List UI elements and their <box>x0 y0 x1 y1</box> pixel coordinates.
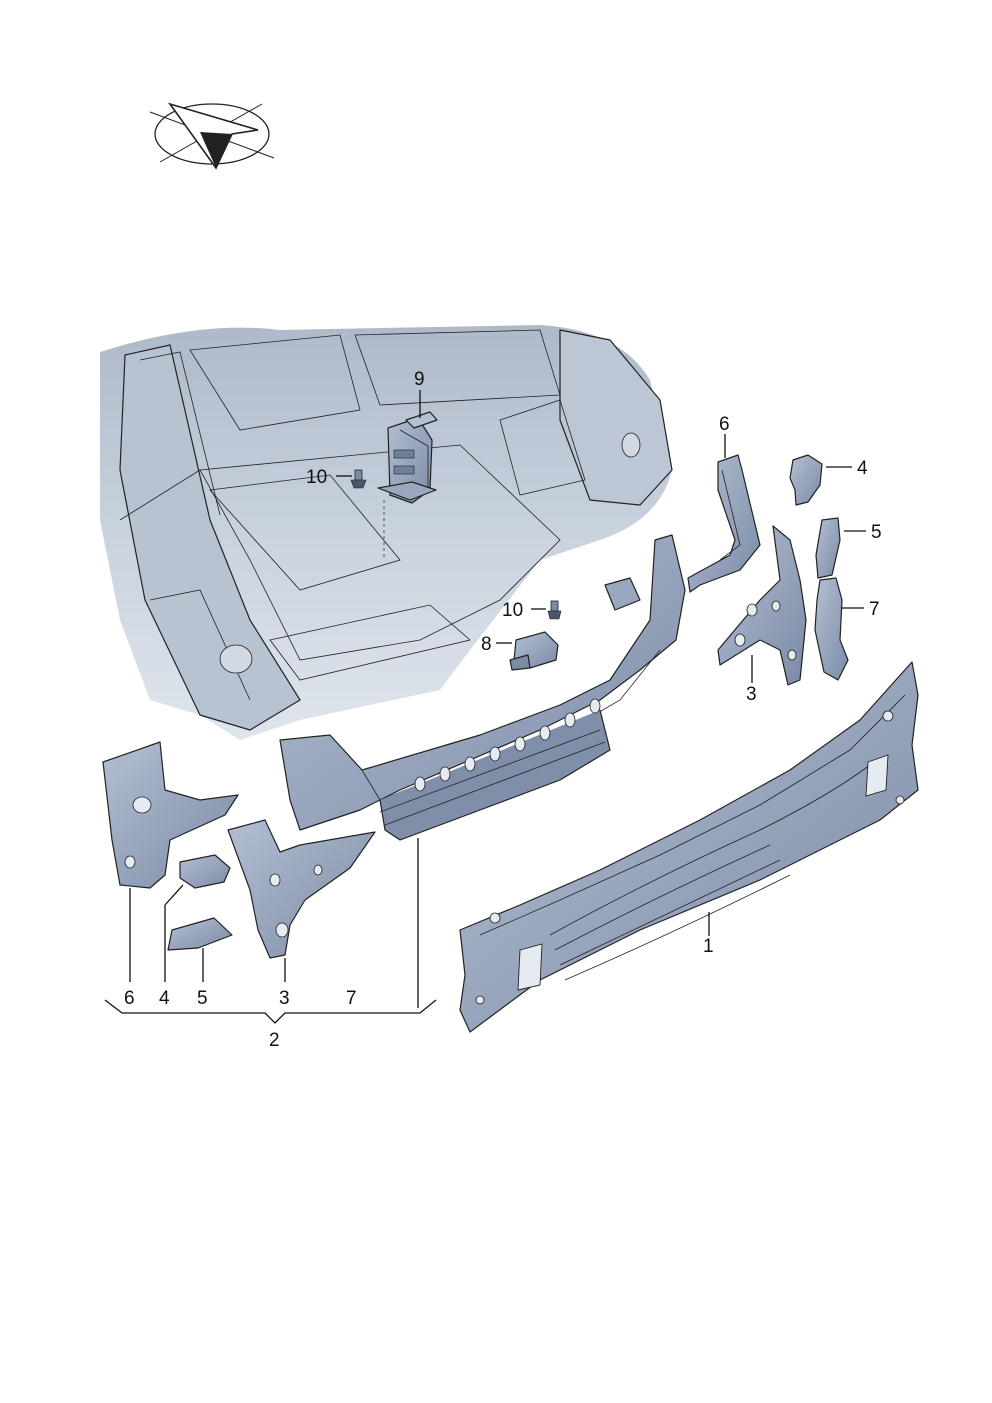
part-5-right-bracket <box>815 517 841 579</box>
part-5-left-bracket <box>167 917 233 951</box>
part-9-spare-wheel-bracket <box>377 411 438 504</box>
part-10-bolt-middle <box>547 600 562 620</box>
luggage-compartment-background <box>100 325 673 740</box>
callout-2-group: 2 <box>269 1030 280 1051</box>
leader-lines <box>104 390 866 1024</box>
callout-4-left: 4 <box>159 988 170 1009</box>
cross-member-holes <box>414 698 601 792</box>
callout-10-top: 10 <box>306 467 327 488</box>
callout-5-left: 5 <box>197 988 208 1009</box>
callout-6-left: 6 <box>124 988 135 1009</box>
callout-7-left: 7 <box>346 988 357 1009</box>
direction-arrow-ellipse-icon <box>149 102 275 170</box>
callout-8: 8 <box>481 634 492 655</box>
callout-6-right: 6 <box>719 414 730 435</box>
part-10-bolt-top <box>350 469 385 560</box>
part-3-right-reinforcement <box>717 525 807 686</box>
callout-3-right: 3 <box>746 684 757 705</box>
part-2-rear-cross-member <box>279 534 686 841</box>
part-7-right-bracket <box>814 577 849 681</box>
callout-10-middle: 10 <box>502 600 523 621</box>
part-6-left-corner-panel <box>102 741 239 889</box>
callout-3-left: 3 <box>279 988 290 1009</box>
part-4-left-bracket <box>179 854 231 889</box>
callout-9: 9 <box>414 369 425 390</box>
callout-5-right: 5 <box>871 522 882 543</box>
callout-4-right: 4 <box>857 458 868 479</box>
part-3-left-reinforcement <box>227 819 376 959</box>
callout-labels: 9 10 6 4 5 7 10 8 3 1 6 4 5 3 7 2 <box>124 369 882 1051</box>
part-1-rear-panel <box>459 661 919 1033</box>
part-8-bracket <box>509 631 559 671</box>
part-4-right-bracket <box>789 454 823 506</box>
callout-7-right: 7 <box>869 599 880 620</box>
callout-1: 1 <box>703 936 714 957</box>
part-6-right-corner-panel <box>687 454 761 593</box>
